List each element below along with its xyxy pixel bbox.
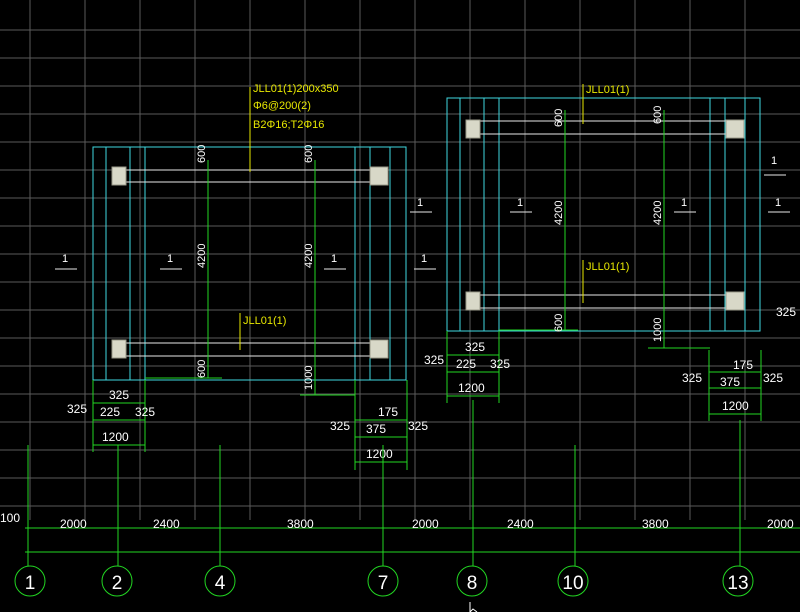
beam-label-line: JLL01(1)200x350 <box>253 83 339 95</box>
svg-text:325: 325 <box>465 340 485 354</box>
svg-text:1: 1 <box>417 197 423 209</box>
axis-bubble <box>722 565 754 597</box>
svg-text:2000: 2000 <box>60 517 87 531</box>
column-pier <box>111 166 127 186</box>
svg-text:325: 325 <box>490 357 510 371</box>
svg-text:10: 10 <box>562 573 583 594</box>
svg-text:1200: 1200 <box>458 381 485 395</box>
svg-text:600: 600 <box>652 106 664 124</box>
svg-text:1: 1 <box>25 573 36 594</box>
svg-text:175: 175 <box>378 405 398 419</box>
dims-left-col2: 325 325 225 325 1200 <box>67 380 155 452</box>
svg-text:1200: 1200 <box>366 447 393 461</box>
svg-text:4: 4 <box>215 573 226 594</box>
section-marks-left: 1 1 1 1 1 <box>55 197 436 270</box>
svg-text:325: 325 <box>776 305 796 319</box>
svg-text:600: 600 <box>553 314 565 332</box>
beam-label-line: B2Φ16;T2Φ16 <box>253 119 324 131</box>
svg-text:8: 8 <box>467 573 478 594</box>
svg-text:600: 600 <box>553 109 565 127</box>
axis-bubble <box>204 565 236 597</box>
svg-text:1200: 1200 <box>102 430 129 444</box>
column-pier <box>465 119 481 139</box>
beam-annotation-main[interactable]: JLL01(1)200x350 Φ6@200(2) B2Φ16;T2Φ16 <box>249 83 339 172</box>
dim-text: 600 <box>196 360 208 378</box>
svg-text:225: 225 <box>456 357 476 371</box>
svg-text:7: 7 <box>378 573 389 594</box>
axis-bubble <box>101 565 133 597</box>
svg-text:325: 325 <box>408 419 428 433</box>
svg-text:13: 13 <box>727 573 748 594</box>
svg-text:2400: 2400 <box>507 517 534 531</box>
axis-bubbles[interactable]: 1 2 4 7 8 10 13 <box>14 565 754 597</box>
axis-bubble <box>14 565 46 597</box>
beam-annotation[interactable]: JLL01(1) <box>582 84 629 124</box>
dims-right-col8: 325 325 225 325 1200 <box>424 331 510 403</box>
section-marks-right: 1 1 1 1 <box>510 155 790 213</box>
column-pier <box>369 166 389 186</box>
left-foundation[interactable]: 600 600 4200 4200 600 1000 <box>92 145 407 396</box>
svg-text:100: 100 <box>0 511 20 525</box>
svg-text:325: 325 <box>424 353 444 367</box>
svg-text:325: 325 <box>109 388 129 402</box>
svg-text:375: 375 <box>366 422 386 436</box>
column-pier <box>725 291 745 311</box>
svg-text:2: 2 <box>112 573 123 594</box>
svg-text:3800: 3800 <box>287 517 314 531</box>
column-pier <box>465 291 481 311</box>
svg-text:3800: 3800 <box>642 517 669 531</box>
svg-text:1: 1 <box>62 253 68 265</box>
dim-text: 600 <box>196 145 208 163</box>
dims-left-col7: 175 325 375 325 1200 <box>330 380 428 470</box>
mouse-cursor-icon <box>469 602 478 612</box>
svg-text:1: 1 <box>421 253 427 265</box>
dim-text: 4200 <box>196 244 208 268</box>
column-pier <box>369 339 389 359</box>
right-foundation[interactable]: 600 600 4200 4200 600 1000 <box>446 97 761 349</box>
svg-text:JLL01(1): JLL01(1) <box>243 315 286 327</box>
svg-text:JLL01(1): JLL01(1) <box>586 261 629 273</box>
svg-text:1: 1 <box>775 197 781 209</box>
svg-text:4200: 4200 <box>553 201 565 225</box>
beam-annotation[interactable]: JLL01(1) <box>239 313 286 350</box>
svg-text:325: 325 <box>67 402 87 416</box>
axis-bubble <box>367 565 399 597</box>
svg-text:2000: 2000 <box>767 517 794 531</box>
axis-bubble <box>557 565 589 597</box>
dims-right-col13: 175 325 375 325 1200 <box>682 350 783 421</box>
svg-text:175: 175 <box>733 358 753 372</box>
axis-bubble <box>456 565 488 597</box>
svg-text:1: 1 <box>771 155 777 167</box>
svg-text:1200: 1200 <box>722 399 749 413</box>
dim-text: 600 <box>303 145 315 163</box>
column-pier <box>725 119 745 139</box>
axis-dimension-chain: 100 2000 2400 3800 2000 2400 3800 2000 <box>0 400 800 566</box>
svg-text:325: 325 <box>330 419 350 433</box>
dim-text: 4200 <box>303 244 315 268</box>
svg-text:2400: 2400 <box>153 517 180 531</box>
svg-text:1: 1 <box>681 197 687 209</box>
svg-text:1: 1 <box>331 253 337 265</box>
svg-text:325: 325 <box>763 371 783 385</box>
beam-annotation[interactable]: JLL01(1) <box>582 260 629 303</box>
svg-text:2000: 2000 <box>412 517 439 531</box>
svg-text:325: 325 <box>682 371 702 385</box>
column-pier <box>111 339 127 359</box>
dim-text: 1000 <box>303 366 315 390</box>
beam-label-line: Φ6@200(2) <box>253 100 311 112</box>
svg-text:225: 225 <box>100 405 120 419</box>
svg-text:375: 375 <box>720 375 740 389</box>
svg-text:4200: 4200 <box>652 201 664 225</box>
svg-text:1: 1 <box>167 253 173 265</box>
svg-text:325: 325 <box>135 405 155 419</box>
svg-text:1: 1 <box>517 197 523 209</box>
svg-text:JLL01(1): JLL01(1) <box>586 84 629 96</box>
svg-text:1000: 1000 <box>652 318 664 342</box>
